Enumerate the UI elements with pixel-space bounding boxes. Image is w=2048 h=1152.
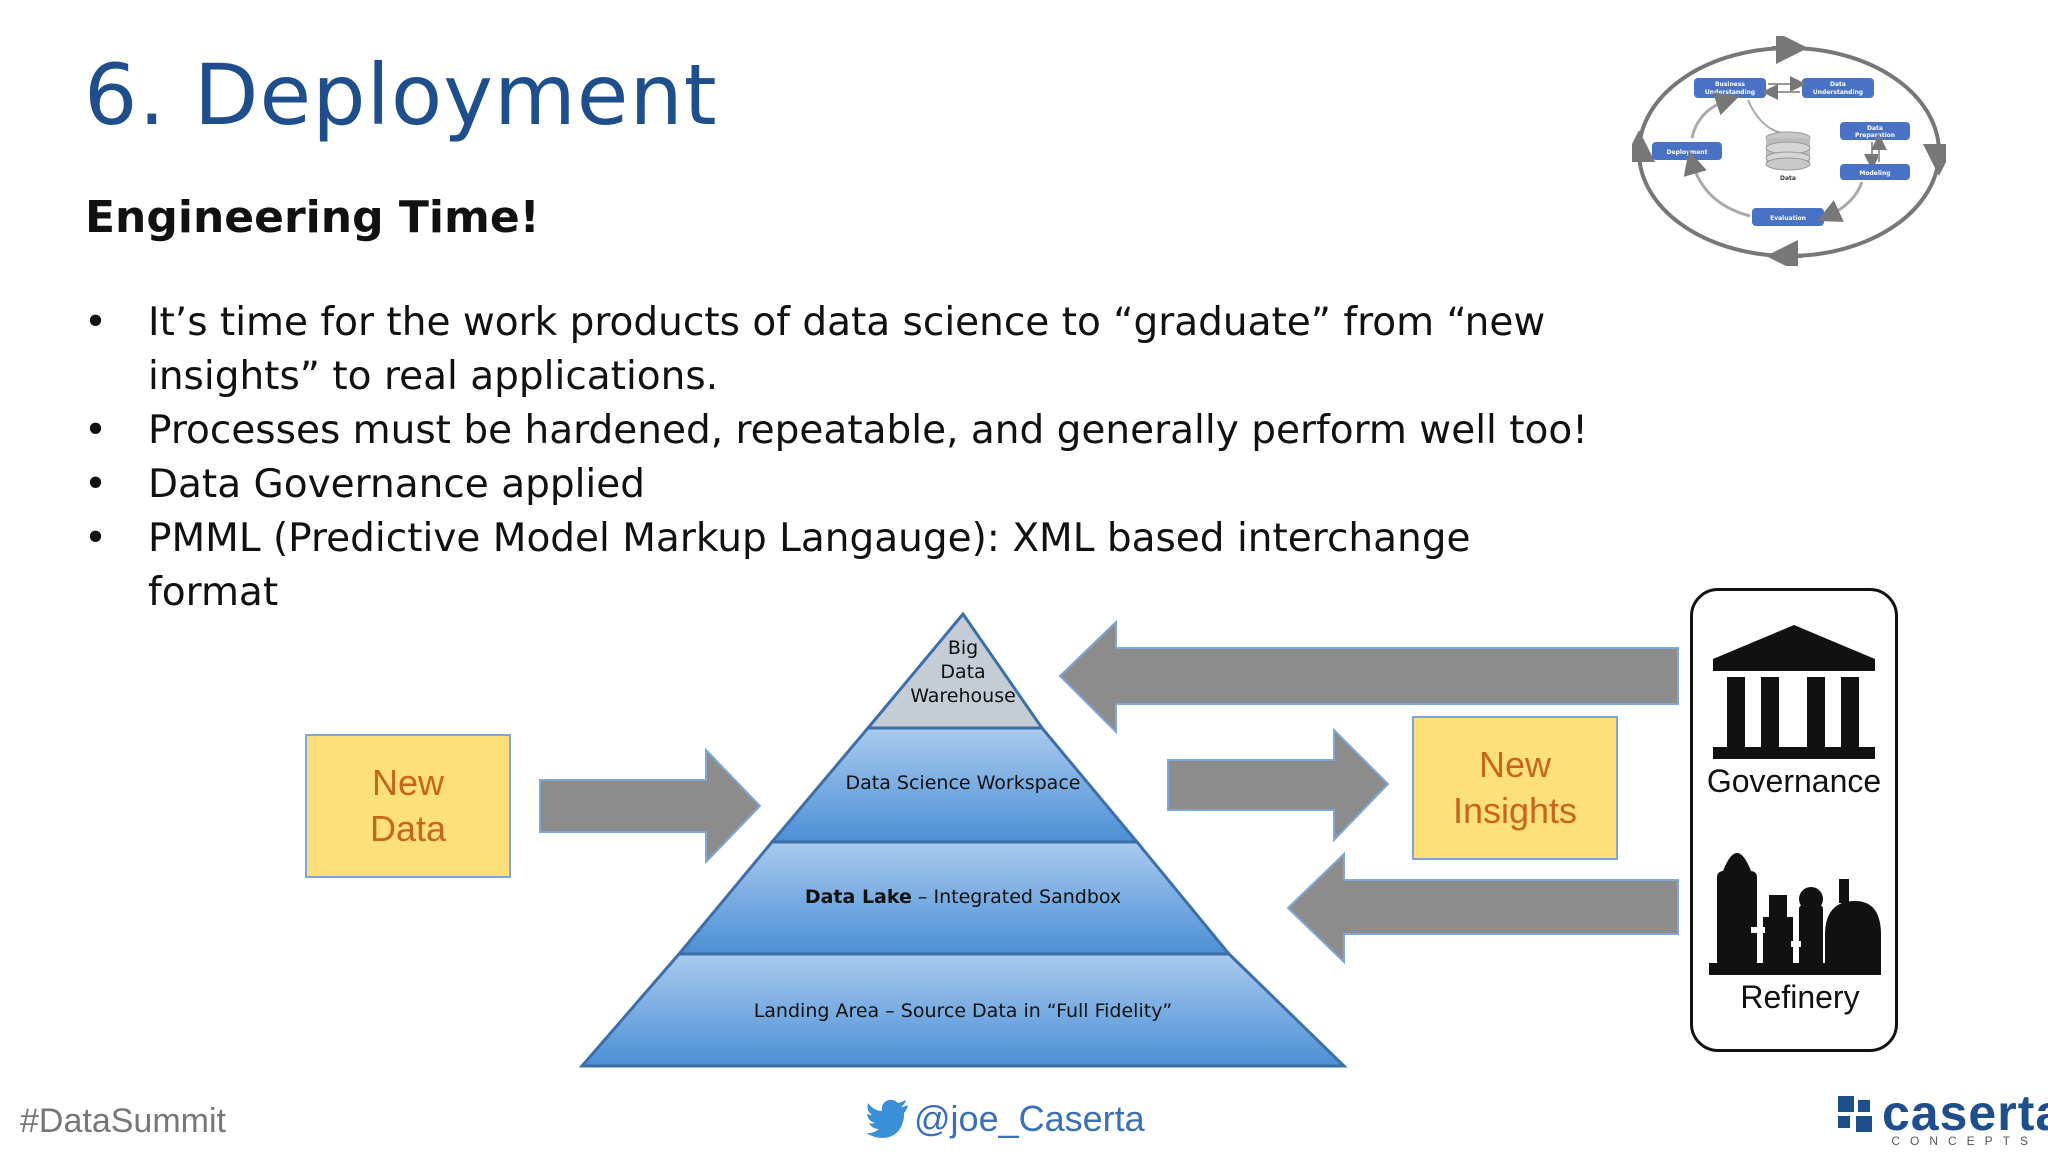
crisp-dm-cycle-diagram: Business Understanding Data Understandin…: [1632, 36, 1946, 266]
bullet-list: • It’s time for the work products of data…: [84, 296, 1604, 620]
cycle-label-data: Data: [1780, 175, 1796, 182]
governance-building-icon: [1713, 625, 1875, 759]
cycle-label-data-prep-2: Preparation: [1855, 132, 1895, 139]
cycle-label-business-1: Business: [1715, 81, 1745, 88]
cycle-label-data-und-1: Data: [1830, 81, 1846, 88]
arrow-new-data-to-pyramid: [539, 747, 762, 865]
refinery-label: Refinery: [1740, 979, 1860, 1015]
cycle-box-business: [1694, 78, 1766, 98]
pyramid-tier4-label: Landing Area – Source Data in “Full Fide…: [753, 1000, 1173, 1022]
bullet-dot: •: [84, 462, 108, 507]
governance-refinery-panel: Governance Refinery: [1690, 588, 1898, 1052]
cycle-label-data-prep-1: Data: [1867, 125, 1883, 132]
caserta-logo-word: caserta: [1882, 1085, 2048, 1141]
pyramid-top-line-1: Big: [947, 637, 979, 659]
pyramid-top-label: Big Data Warehouse: [893, 636, 1033, 708]
slide-subtitle: Engineering Time!: [85, 192, 540, 243]
new-insights-line-2: Insights: [1452, 790, 1578, 831]
bullet-item: • Processes must be hardened, repeatable,…: [84, 404, 1604, 458]
hashtag-footer: #DataSummit: [20, 1102, 226, 1140]
cycle-label-deployment: Deployment: [1667, 149, 1708, 156]
bullet-text: Data Governance applied: [148, 462, 646, 507]
twitter-handle: @joe_Caserta: [866, 1098, 1145, 1140]
bullet-dot: •: [84, 408, 108, 453]
slide-title: 6. Deployment: [84, 46, 718, 144]
caserta-logo-mark: [1838, 1096, 1872, 1132]
refinery-icon: [1709, 853, 1881, 975]
cycle-box-modeling: [1840, 164, 1910, 180]
arrow-refinery-to-lake: [1286, 851, 1679, 965]
pyramid-tier2-label: Data Science Workspace: [845, 772, 1081, 794]
new-insights-line-1: New: [1478, 744, 1552, 785]
cycle-box-evaluation: [1752, 208, 1824, 226]
new-data-line-2: Data: [369, 808, 447, 849]
bullet-text: It’s time for the work products of data …: [148, 300, 1546, 399]
bullet-item: • It’s time for the work products of data…: [84, 296, 1604, 404]
pyramid-tier3-rest: – Integrated Sandbox: [911, 886, 1122, 908]
bullet-item: • PMML (Predictive Model Markup Langauge)…: [84, 512, 1604, 620]
caserta-logo: caserta CONCEPTS: [1838, 1085, 2048, 1148]
database-icon: [1765, 131, 1811, 171]
bullet-dot: •: [84, 516, 108, 561]
new-insights-box: New Insights: [1412, 716, 1618, 860]
cycle-box-data-understanding: [1802, 78, 1874, 98]
new-data-box: New Data: [305, 734, 511, 878]
cycle-label-evaluation: Evaluation: [1770, 215, 1806, 222]
pyramid-tier3-label: Data Lake – Integrated Sandbox: [713, 886, 1213, 908]
bullet-text: PMML (Predictive Model Markup Langauge):…: [148, 516, 1471, 615]
cycle-box-data-preparation: [1840, 122, 1910, 140]
pyramid-top-line-2: Data: [940, 661, 986, 683]
bullet-text: Processes must be hardened, repeatable, …: [148, 408, 1588, 453]
governance-label: Governance: [1706, 763, 1882, 799]
cycle-label-modeling: Modeling: [1859, 170, 1890, 177]
pyramid-top-line-3: Warehouse: [910, 685, 1016, 707]
bullet-dot: •: [84, 300, 108, 345]
arrow-pyramid-to-new-insights: [1167, 727, 1390, 843]
cycle-label-data-und-2: Understanding: [1813, 89, 1863, 96]
caserta-logo-sub: CONCEPTS: [1891, 1134, 2038, 1148]
cycle-label-business-2: Understanding: [1705, 89, 1755, 96]
pyramid-tier3-bold: Data Lake: [804, 886, 912, 908]
twitter-handle-text: @joe_Caserta: [914, 1098, 1145, 1139]
twitter-bird-icon: [866, 1099, 908, 1138]
bullet-item: • Data Governance applied: [84, 458, 1604, 512]
new-data-line-1: New: [371, 762, 445, 803]
